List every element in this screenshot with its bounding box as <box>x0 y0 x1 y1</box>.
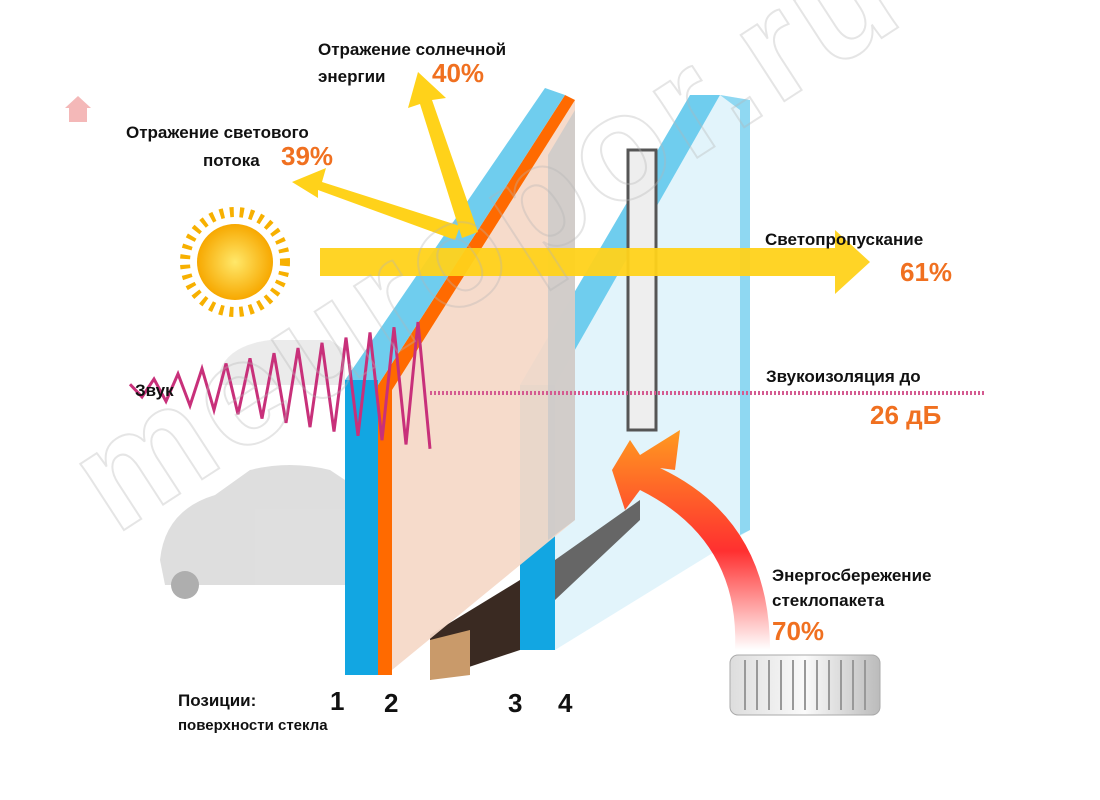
light-transmission-label: Светопропускание <box>765 230 924 249</box>
sound-wave <box>128 321 985 449</box>
solar-reflection-label: Отражение солнечной <box>318 40 507 59</box>
energy-saving-value: 70% <box>772 616 825 646</box>
light-reflection-label-2: потока <box>203 151 260 170</box>
position-1: 1 <box>330 686 345 716</box>
light-reflection-label: Отражение светового <box>126 123 309 142</box>
solar-reflection-value: 40% <box>432 58 485 88</box>
sun-icon <box>180 207 290 317</box>
positions-label-2: поверхности стекла <box>178 717 328 734</box>
energy-saving-label-2: стеклопакета <box>772 591 885 610</box>
radiator-icon <box>729 654 881 716</box>
light-reflection-value: 39% <box>281 141 334 171</box>
light-transmission-arrow <box>320 230 870 294</box>
sound-label: Звук <box>135 381 174 400</box>
energy-saving-label: Энергосбережение <box>772 566 932 585</box>
positions-label: Позиции: <box>178 691 257 710</box>
car-icon <box>160 340 345 599</box>
light-reflection-arrow <box>292 168 460 240</box>
sound-insulation-value: 26 дБ <box>870 400 942 430</box>
heat-arrow <box>612 430 770 650</box>
position-3: 3 <box>508 688 523 718</box>
solar-reflection-arrow <box>408 72 478 238</box>
home-icon <box>65 96 91 122</box>
sound-insulation-label: Звукоизоляция до <box>766 367 921 386</box>
spacer-frame <box>430 500 640 680</box>
solar-reflection-label-2: энергии <box>318 67 386 86</box>
light-transmission-value: 61% <box>900 257 953 287</box>
position-2: 2 <box>384 688 399 718</box>
position-4: 4 <box>558 688 573 718</box>
